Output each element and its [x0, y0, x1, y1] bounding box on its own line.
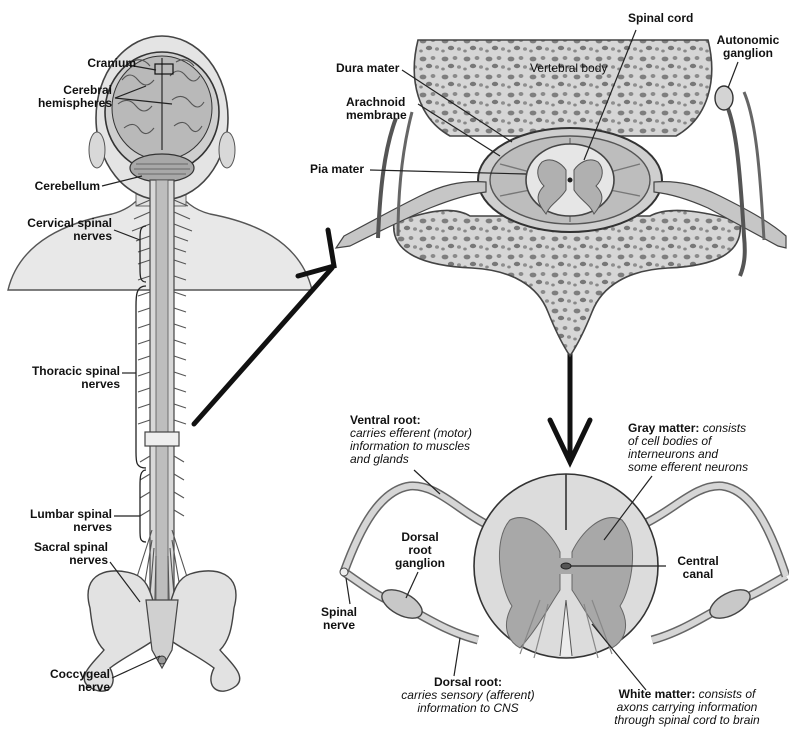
label-autonomic-line-2: ganglion	[712, 47, 784, 60]
spinal-cord	[156, 180, 168, 635]
label-central-canal: Central canal	[666, 555, 730, 581]
central-canal	[561, 563, 571, 569]
drg-line-3: ganglion	[392, 557, 448, 570]
label-thoracic-line-2: nerves	[10, 378, 120, 391]
gray-matter-desc-1: consists	[703, 421, 746, 435]
coccyx	[158, 656, 166, 664]
label-lumbar-line-2: nerves	[10, 521, 112, 534]
label-spinal-cord: Spinal cord	[628, 12, 693, 25]
label-arachnoid-line-2: membrane	[346, 109, 407, 122]
white-matter-desc-1: consists of	[699, 687, 756, 701]
label-dorsal-root: Dorsal root: carries sensory (afferent) …	[382, 676, 554, 715]
vertebra-cross-section	[336, 30, 786, 356]
label-coccygeal-line-2: nerve	[20, 681, 110, 694]
spinal-nerve-stub	[340, 568, 348, 576]
label-cranium: Cranium	[70, 57, 136, 70]
label-coccygeal-nerve: Coccygeal nerve	[20, 668, 110, 694]
label-cerebral-hemispheres: Cerebral hemispheres	[20, 84, 112, 110]
label-sacral-line-2: nerves	[4, 554, 108, 567]
label-cervical-spinal-nerves: Cervical spinal nerves	[4, 217, 112, 243]
dorsal-root-desc-2: information to CNS	[382, 702, 554, 715]
label-sacral-spinal-nerves: Sacral spinal nerves	[4, 541, 108, 567]
label-autonomic-ganglion: Autonomic ganglion	[712, 34, 784, 60]
spinal-nerve-line-2: nerve	[316, 619, 362, 632]
vertebral-body	[414, 40, 711, 136]
autonomic-ganglion	[715, 86, 733, 110]
label-lumbar-spinal-nerves: Lumbar spinal nerves	[10, 508, 112, 534]
label-thoracic-spinal-nerves: Thoracic spinal nerves	[10, 365, 120, 391]
label-dorsal-root-ganglion: Dorsal root ganglion	[392, 531, 448, 570]
thoracic-lumbar-junction	[145, 432, 179, 446]
gray-matter-title: Gray matter:	[628, 421, 699, 435]
label-ventral-root: Ventral root: carries efferent (motor) i…	[350, 414, 472, 466]
cerebellum	[130, 154, 194, 182]
central-canal-line-2: canal	[666, 568, 730, 581]
ear-right	[219, 132, 235, 168]
ventral-root-desc-3: and glands	[350, 453, 472, 466]
label-cerebellum: Cerebellum	[14, 180, 100, 193]
white-matter-desc-3: through spinal cord to brain	[590, 714, 784, 727]
label-cervical-line-2: nerves	[4, 230, 112, 243]
label-dura-mater: Dura mater	[336, 62, 399, 75]
gray-matter-desc-4: some efferent neurons	[628, 461, 748, 474]
label-arachnoid-membrane: Arachnoid membrane	[346, 96, 407, 122]
label-gray-matter: Gray matter: consists of cell bodies of …	[628, 422, 748, 474]
cross-section-central-canal	[568, 178, 573, 183]
ear-left	[89, 132, 105, 168]
label-spinal-nerve: Spinal nerve	[316, 606, 362, 632]
label-cerebral-hemispheres-line-2: hemispheres	[20, 97, 112, 110]
label-vertebral-body: Vertebral body	[530, 62, 607, 75]
white-matter-title: White matter:	[619, 687, 696, 701]
label-white-matter: White matter: consists of axons carrying…	[590, 688, 784, 727]
dorsal-root-ganglion-right	[705, 584, 754, 624]
label-pia-mater: Pia mater	[310, 163, 364, 176]
arrow-to-cross-section	[194, 268, 332, 424]
